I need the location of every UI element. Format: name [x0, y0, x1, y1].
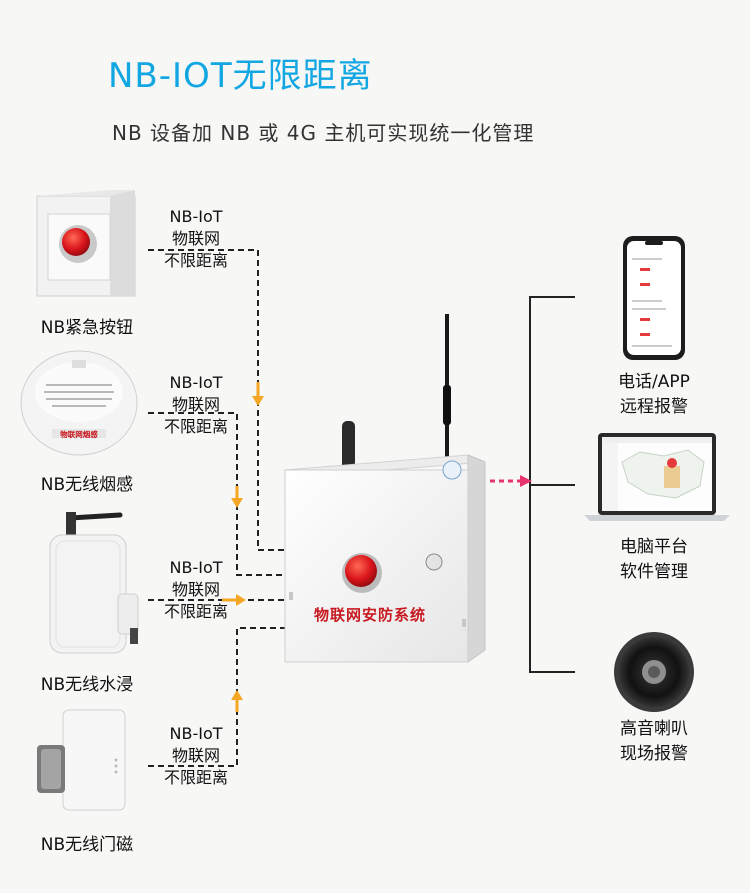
door-sensor-device: [37, 709, 126, 811]
phone-device: [623, 236, 685, 360]
link-range: 不限距离: [163, 417, 228, 436]
link-network: 物联网: [171, 229, 220, 248]
output-line: 远程报警: [620, 397, 688, 417]
link-protocol: NB-IoT: [169, 724, 223, 743]
link-protocol: NB-IoT: [169, 207, 223, 226]
output-line: 电话/APP: [618, 372, 690, 392]
link-network: 物联网: [171, 580, 220, 599]
link-range: 不限距离: [163, 602, 228, 621]
output-label-speaker: 高音喇叭 现场报警: [594, 717, 714, 767]
device-label-smoke: NB无线烟感: [40, 475, 134, 495]
link-text-door: NB-IoT 物联网 不限距离: [146, 723, 246, 789]
output-line: 现场报警: [620, 744, 688, 764]
output-line: 高音喇叭: [620, 719, 688, 739]
page-title: NB-IOT无限距离: [108, 56, 373, 96]
panic-button-device: [36, 190, 136, 297]
dashed-links: [148, 249, 285, 767]
arrow-down-1: [252, 396, 264, 406]
link-text-smoke: NB-IoT 物联网 不限距离: [146, 372, 246, 438]
link-text-water: NB-IoT 物联网 不限距离: [146, 557, 246, 623]
link-protocol: NB-IoT: [169, 558, 223, 577]
link-range: 不限距离: [163, 251, 228, 270]
device-label-door: NB无线门磁: [40, 835, 134, 855]
host-panel-text: 物联网安防系统: [314, 606, 426, 624]
smoke-detector-device: [20, 350, 138, 456]
host-device: [284, 314, 486, 663]
output-line: 软件管理: [620, 562, 688, 582]
smoke-sticker-text: 物联网烟感: [60, 429, 98, 439]
speaker-device: [614, 632, 694, 712]
wire-door: [148, 627, 285, 767]
output-line: 电脑平台: [620, 537, 688, 557]
arrow-right: [236, 594, 246, 606]
link-text-panic: NB-IoT 物联网 不限距离: [146, 206, 246, 272]
link-network: 物联网: [171, 395, 220, 414]
link-protocol: NB-IoT: [169, 373, 223, 392]
page-subtitle: NB 设备加 NB 或 4G 主机可实现统一化管理: [112, 121, 535, 145]
output-arrow: [520, 475, 532, 487]
output-label-phone: 电话/APP 远程报警: [594, 370, 714, 420]
orange-arrows: [222, 382, 264, 712]
arrow-down-2: [231, 498, 243, 508]
output-label-pc: 电脑平台 软件管理: [594, 535, 714, 585]
device-label-panic: NB紧急按钮: [40, 318, 134, 338]
link-range: 不限距离: [163, 768, 228, 787]
link-network: 物联网: [171, 746, 220, 765]
output-bus: [490, 296, 575, 673]
water-sensor-device: [49, 512, 139, 654]
arrow-up: [231, 690, 243, 700]
device-label-water: NB无线水浸: [40, 675, 134, 695]
laptop-device: [584, 433, 730, 521]
